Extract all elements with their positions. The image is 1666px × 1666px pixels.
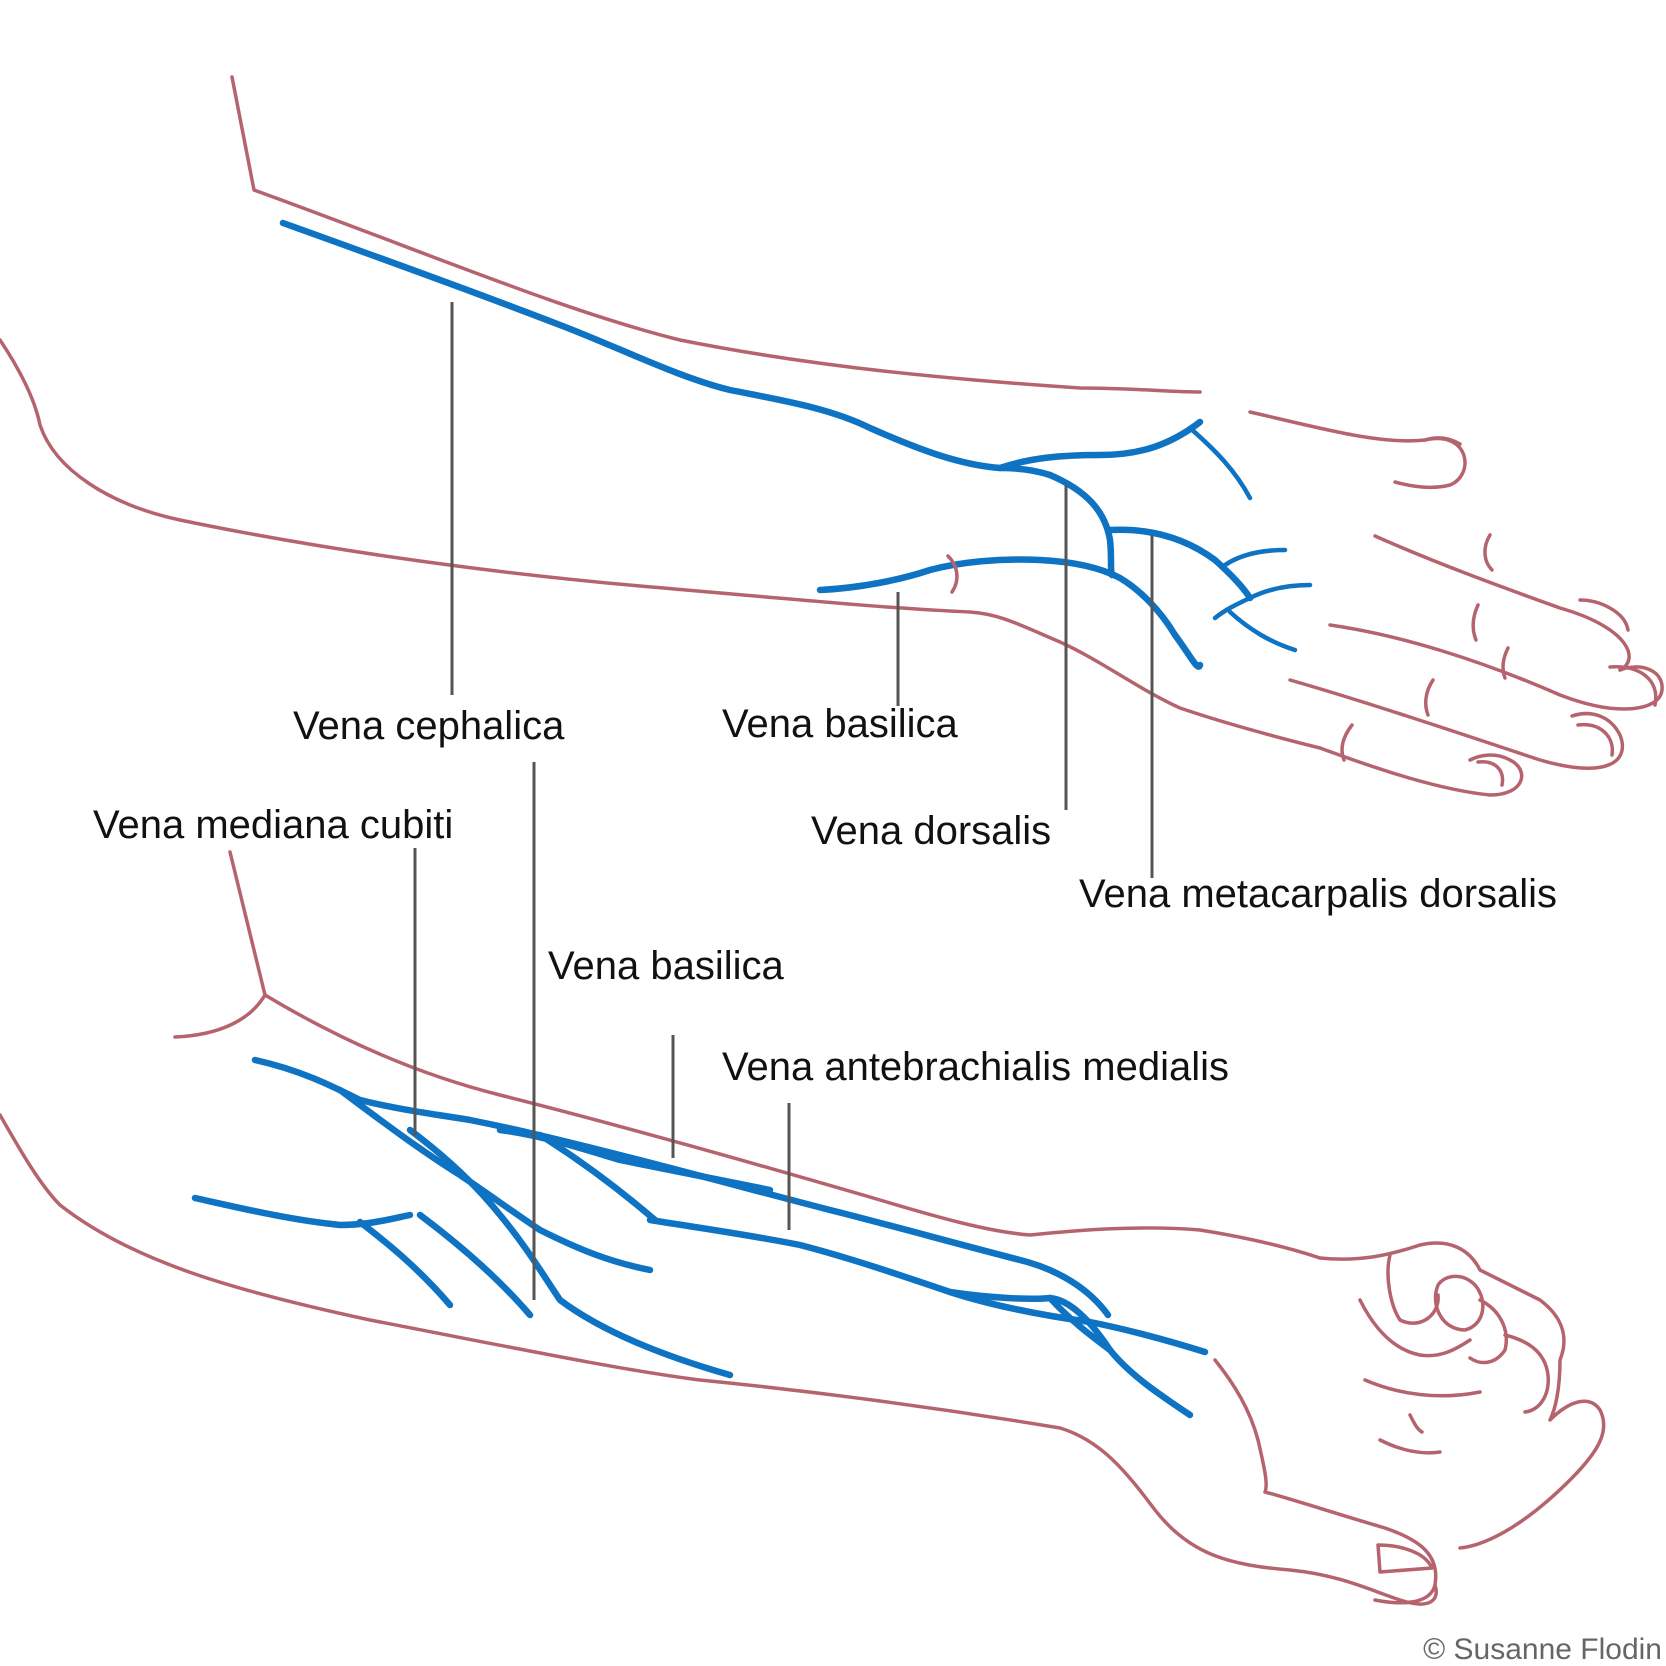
upper-dorsal-arch-vessel [996, 418, 1204, 472]
upper-ring-finger [1288, 678, 1625, 770]
lower-finger-2 [1433, 1274, 1485, 1332]
upper-vena-basilica-vessel [816, 556, 1204, 670]
lower-finger-3 [1468, 1298, 1508, 1365]
lower-palm-crease-4 [1408, 1413, 1424, 1434]
lower-palm-crease-1 [1358, 1298, 1472, 1358]
lower-wrist-vein-2 [1046, 1294, 1114, 1354]
lower-vena-mediana-cubiti-vessel [336, 1086, 654, 1274]
lower-ulnar-vein-vessel [191, 1194, 414, 1229]
upper-thumb-nail [1423, 436, 1462, 446]
upper-middle-nail [1608, 665, 1658, 707]
upper-crease-1 [1483, 533, 1494, 572]
upper-crease-5 [1501, 646, 1510, 680]
upper-metacarpal-branch-3 [1212, 595, 1253, 621]
lower-elbow-crease [173, 993, 267, 1039]
upper-wrist-fold [946, 554, 959, 594]
upper-metacarpal-branch-2 [1247, 582, 1313, 601]
label-vena-antebrachialis-medialis: Vena antebrachialis medialis [722, 1045, 1229, 1089]
label-vena-mediana-cubiti: Vena mediana cubiti [93, 803, 453, 847]
upper-vena-metacarpalis-vessel [1106, 526, 1254, 602]
lower-basilica-connector [536, 1131, 659, 1224]
lower-lower-diagonal-vessel [416, 1211, 534, 1319]
upper-labels: Vena cephalica Vena basilica Vena dorsal… [293, 702, 1557, 916]
upper-leader-lines [450, 302, 1154, 878]
lower-ulnar-branch-vessel [356, 1218, 454, 1309]
upper-arm-top-edge [230, 75, 1202, 394]
lower-finger-1 [1386, 1253, 1440, 1325]
lower-skin-outline [0, 850, 1606, 1606]
upper-index-finger [1373, 534, 1631, 672]
lower-veins [191, 1056, 1209, 1419]
upper-crease-4 [1340, 723, 1354, 762]
upper-ring-nail [1576, 722, 1614, 757]
upper-forearm-bottom-edge [0, 338, 1322, 750]
lower-finger-4 [1503, 1333, 1550, 1414]
lower-labels: Vena mediana cubiti Vena basilica Vena a… [93, 803, 1229, 1089]
lower-palm-outline [1318, 1241, 1606, 1550]
lower-leader-lines [413, 762, 791, 1300]
upper-crease-2 [1471, 603, 1480, 642]
lower-thumb-nail [1376, 1543, 1434, 1574]
upper-vena-dorsalis-vessel [1046, 471, 1116, 579]
lower-arm-top-edge [228, 850, 1322, 1260]
lower-thumb-outline [1213, 1358, 1438, 1605]
upper-metacarpal-branch-1 [1222, 547, 1288, 568]
lower-vena-antebrachialis-vessel [646, 1216, 1209, 1356]
upper-thumb-outline [1248, 410, 1467, 490]
upper-thumb-branch-vessel [1187, 425, 1253, 501]
upper-skin-outline [0, 75, 1664, 797]
lower-vena-cephalica-vessel [251, 1056, 1112, 1319]
label-vena-basilica-lower: Vena basilica [548, 944, 784, 988]
lower-palm-crease-3 [1378, 1438, 1442, 1455]
label-vena-basilica-upper: Vena basilica [722, 702, 958, 746]
upper-crease-3 [1423, 678, 1435, 717]
label-vena-cephalica-upper: Vena cephalica [293, 704, 565, 748]
copyright-credit: © Susanne Flodin [1423, 1633, 1662, 1666]
upper-arm-figure: Vena cephalica Vena basilica Vena dorsal… [0, 75, 1664, 916]
lower-forearm-bottom-edge [0, 1113, 1438, 1606]
upper-vena-cephalica-vessel [279, 219, 1054, 479]
lower-deep-branch-vessel [406, 1126, 734, 1379]
upper-metacarpal-branch-4 [1227, 609, 1298, 653]
upper-little-finger [1318, 746, 1524, 797]
label-vena-metacarpalis-dorsalis: Vena metacarpalis dorsalis [1079, 872, 1557, 916]
upper-middle-finger [1328, 623, 1664, 711]
lower-arm-figure: Vena mediana cubiti Vena basilica Vena a… [0, 762, 1606, 1606]
lower-palm-crease-2 [1363, 1378, 1482, 1398]
label-vena-dorsalis: Vena dorsalis [811, 809, 1051, 853]
upper-little-nail [1476, 760, 1505, 787]
upper-index-nail [1578, 598, 1630, 632]
lower-wrist-vein-1 [946, 1288, 1194, 1419]
